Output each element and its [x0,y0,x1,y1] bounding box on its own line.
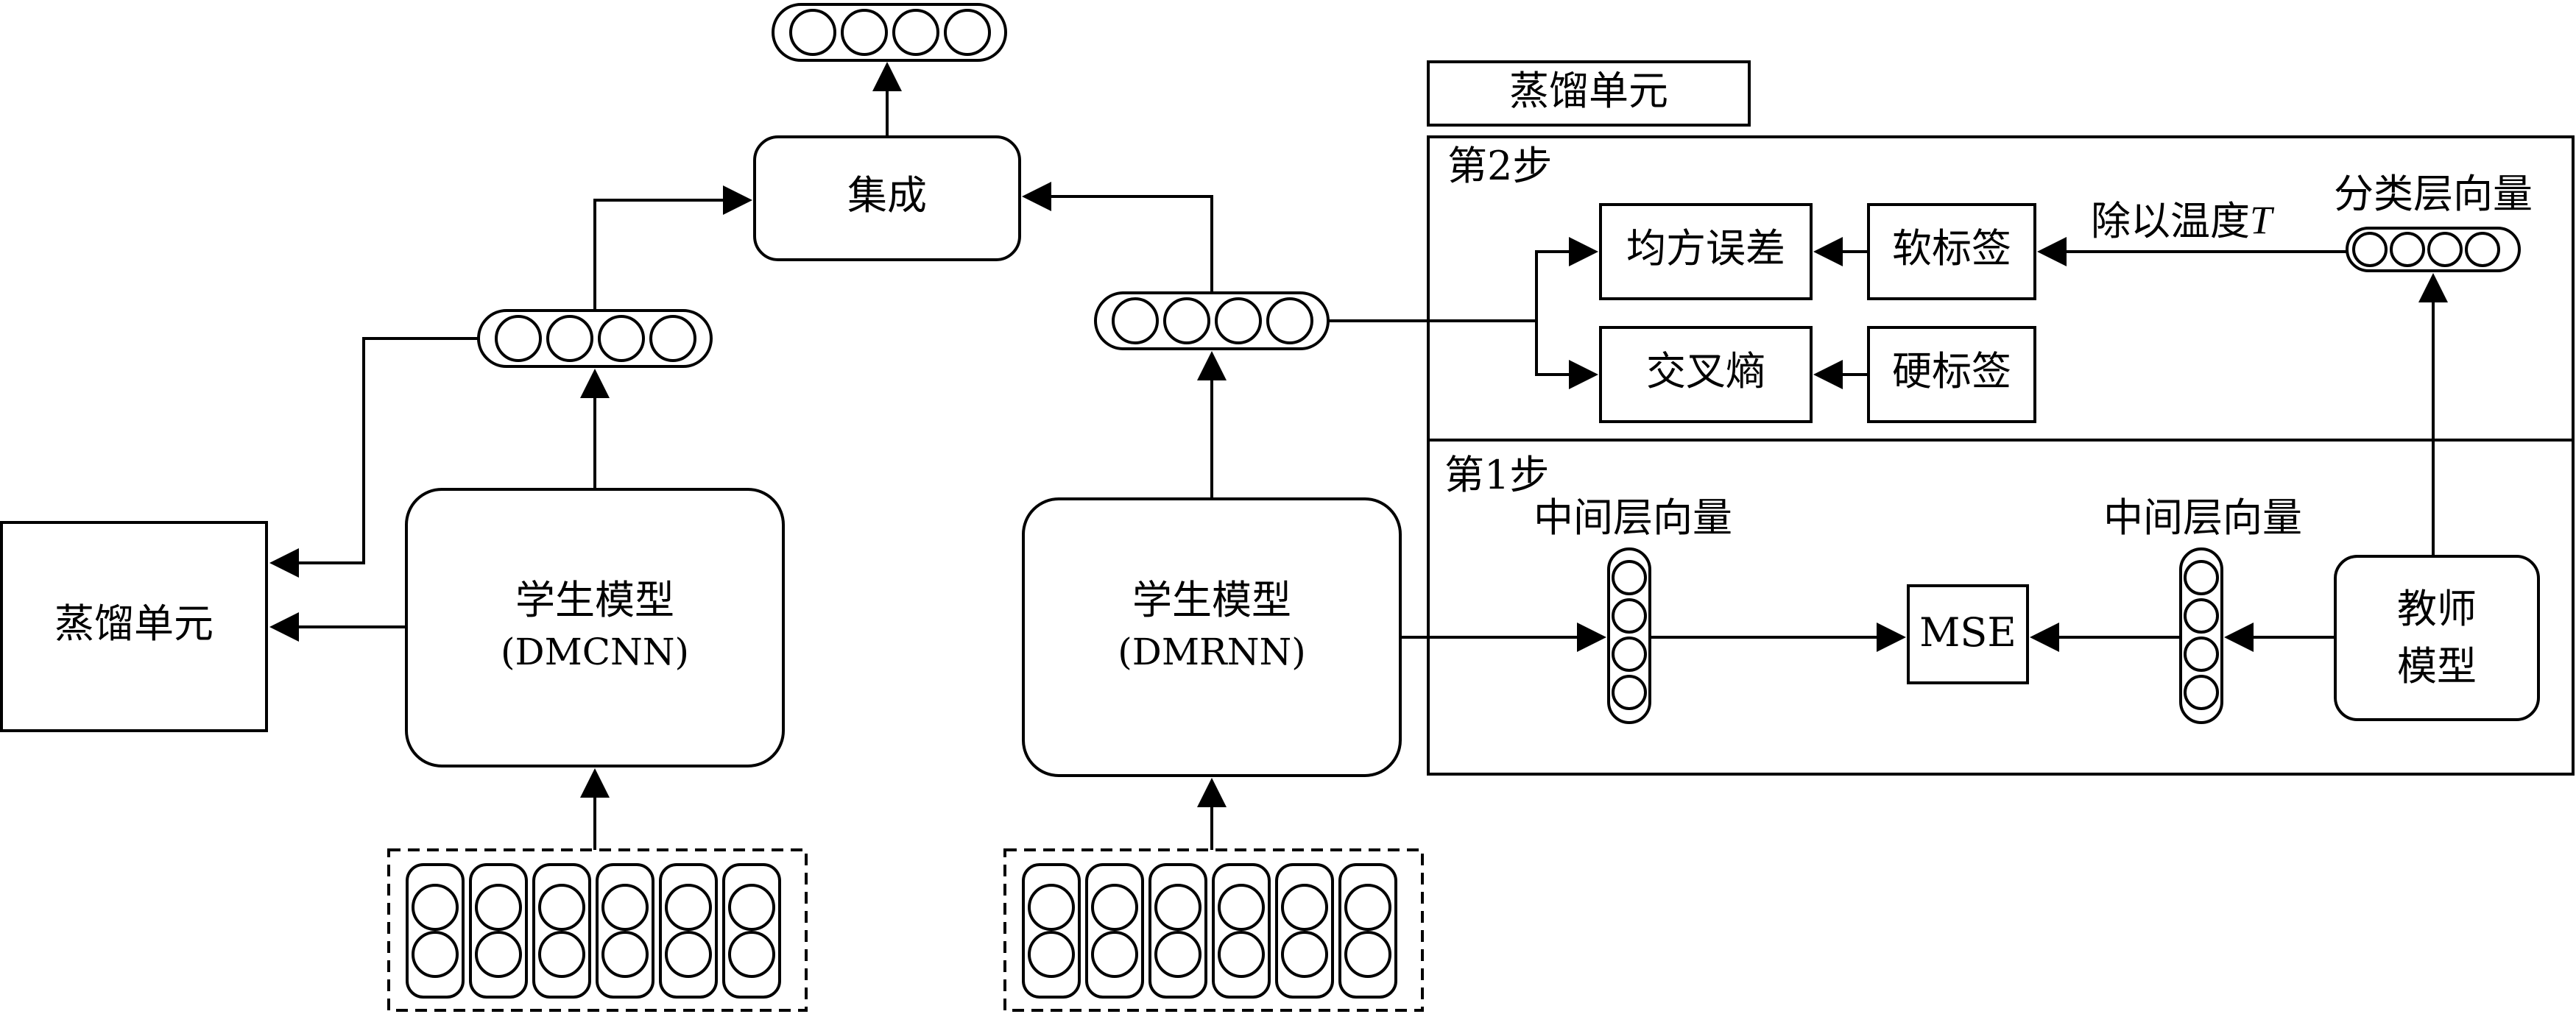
output-vector [772,3,1007,62]
divide-by-temperature-label: 除以温度T [2091,198,2275,244]
distill-unit-title: 蒸馏单元 [1509,68,1668,114]
cross-entropy-box: 交叉熵 [1599,326,1813,423]
input-token [1281,884,1328,931]
student2-box: 学生模型 (DMRNN) [1022,497,1402,777]
input-token [728,931,775,978]
input-token [1028,884,1075,931]
mse-loss-label: 均方误差 [1626,225,1785,272]
mse-label: MSE [1919,609,2016,656]
input-token [1154,931,1201,978]
classifier-vector-label: 分类层向量 [2334,171,2533,217]
student1-label-line2: (DMCNN) [501,631,689,673]
input-token [1218,931,1265,978]
hard-label-text: 硬标签 [1892,348,2011,394]
soft-label-box: 软标签 [1867,203,2036,300]
input-token [1154,884,1201,931]
arrow-branch-to-mse [1535,237,1598,321]
hard-label-box: 硬标签 [1867,326,2036,423]
distill-unit-left-box: 蒸馏单元 [0,521,268,732]
student1-label-line1: 学生模型 [515,577,674,623]
arrow-v2-to-ensemble [1022,182,1213,293]
student2-label-line2: (DMRNN) [1118,631,1305,673]
input-token [1281,931,1328,978]
teacher-box: 教师 模型 [2334,555,2540,721]
mid-vector-right [2179,547,2223,724]
student1-output-vector [477,309,713,368]
step1-label: 第1步 [1444,452,1549,498]
student1-box: 学生模型 (DMCNN) [405,488,785,767]
input-token [1344,884,1391,931]
distill-unit-left-label: 蒸馏单元 [54,600,214,647]
teacher-label-line1: 教师 [2397,586,2477,632]
step2-label: 第2步 [1447,143,1552,189]
input-token [601,931,649,978]
mid-vector-left-label: 中间层向量 [1534,494,1732,541]
input-grid-middle [1003,848,1424,1012]
ensemble-label: 集成 [847,172,927,219]
arrow-v1-to-distill [269,337,479,578]
input-grid-left [387,848,808,1012]
input-token [475,931,522,978]
input-token [475,884,522,931]
input-token [412,931,459,978]
mse-box: MSE [1907,584,2029,684]
mse-loss-box: 均方误差 [1599,203,1813,300]
mid-vector-left [1607,547,1651,724]
teacher-label-line2: 模型 [2397,643,2477,689]
input-token [1218,884,1265,931]
input-token [1028,931,1075,978]
input-token [1091,884,1138,931]
cross-entropy-label: 交叉熵 [1646,348,1765,394]
input-token [665,884,712,931]
classifier-vector [2346,227,2521,272]
soft-label-text: 软标签 [1892,225,2011,272]
arrow-v1-to-ensemble [593,185,752,311]
distill-unit-title-box: 蒸馏单元 [1427,60,1751,127]
arrow-branch-to-ce [1535,321,1598,389]
ensemble-box: 集成 [753,135,1021,261]
input-token [1091,931,1138,978]
input-token [412,884,459,931]
input-token [538,931,585,978]
student2-label-line1: 学生模型 [1132,577,1291,623]
input-token [665,931,712,978]
input-token [1344,931,1391,978]
input-token [601,884,649,931]
mid-vector-right-label: 中间层向量 [2103,494,2302,541]
input-token [538,884,585,931]
student2-output-vector [1094,291,1330,350]
input-token [728,884,775,931]
